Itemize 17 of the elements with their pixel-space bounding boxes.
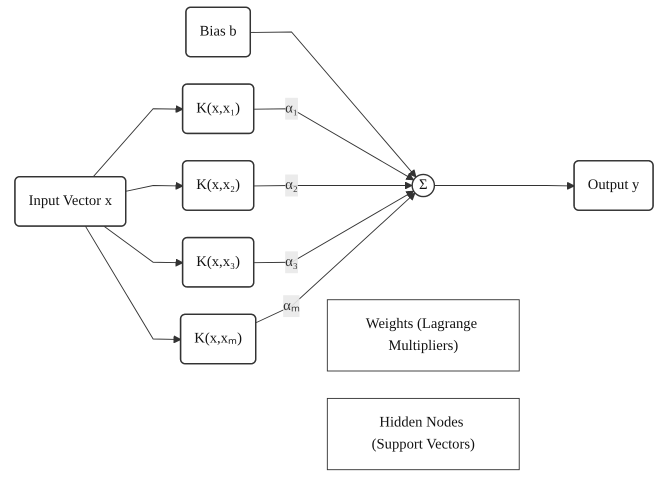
node-box: Weights (Lagrange Multipliers) bbox=[326, 299, 520, 372]
arrow bbox=[254, 190, 414, 264]
edge-label: α₂ bbox=[285, 177, 298, 193]
arrow bbox=[92, 105, 184, 178]
arrow bbox=[254, 181, 413, 190]
arrow bbox=[256, 192, 416, 324]
edge-label: α₃ bbox=[285, 254, 298, 270]
arrow bbox=[85, 226, 182, 344]
edge-label: αₘ bbox=[283, 298, 300, 314]
arrow bbox=[126, 182, 184, 192]
node-box: Hidden Nodes (Support Vectors) bbox=[326, 398, 520, 470]
edge-label: α₁ bbox=[285, 100, 298, 116]
arrow bbox=[104, 226, 184, 267]
arrow bbox=[254, 108, 414, 180]
node-circle: Σ bbox=[411, 174, 436, 198]
arrow bbox=[434, 182, 575, 190]
arrow bbox=[250, 32, 416, 178]
